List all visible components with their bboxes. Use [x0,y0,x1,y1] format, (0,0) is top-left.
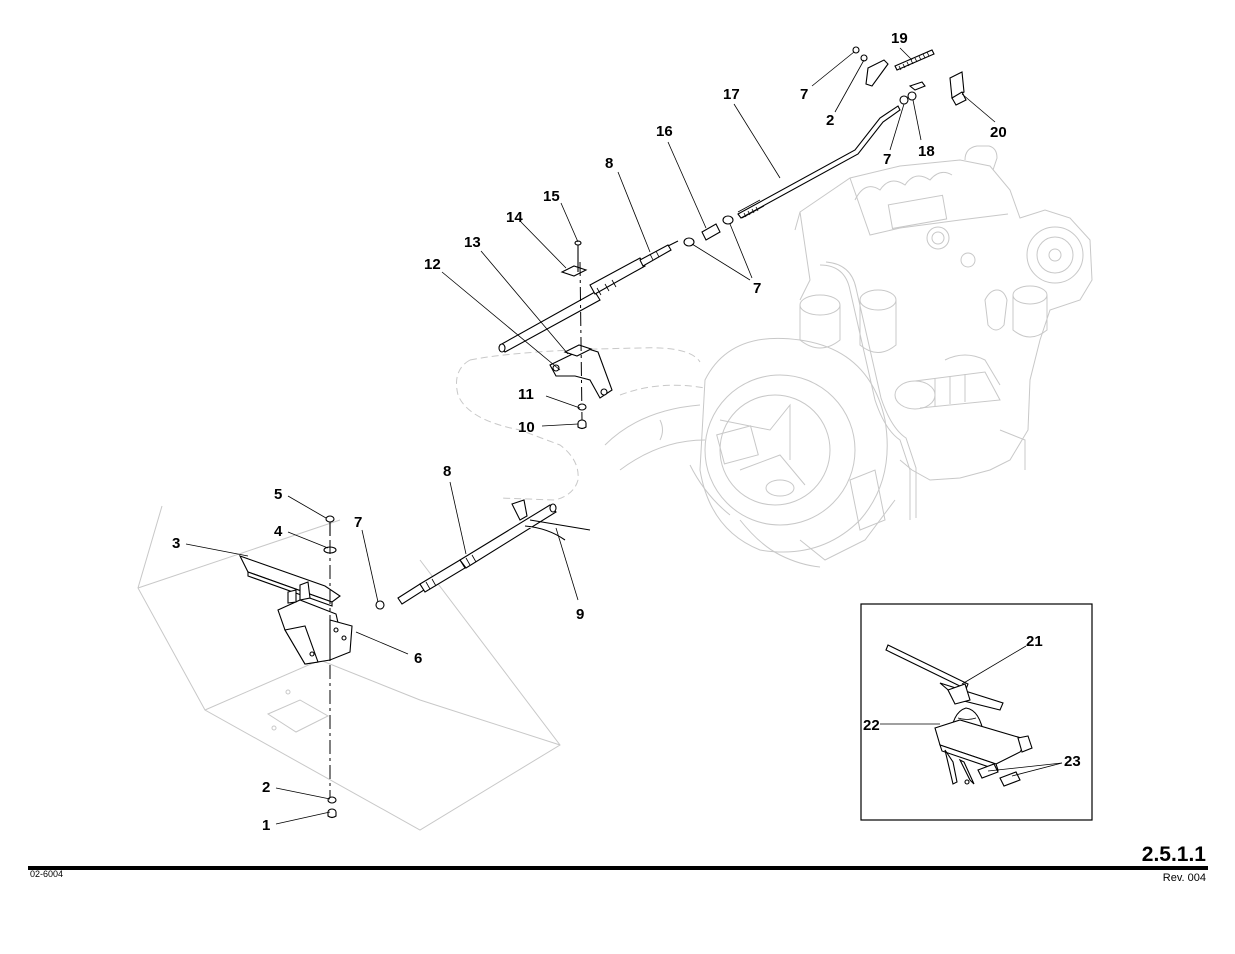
callout-19: 19 [891,30,908,47]
callout-14: 14 [506,209,523,226]
callout-11: 11 [518,386,534,403]
revision-label: Rev. 004 [1162,872,1206,884]
callout-22: 22 [863,717,880,734]
callout-1: 1 [262,817,270,834]
callout-12: 12 [424,256,441,273]
callout-labels: 1 2 3 4 5 6 7 8 9 10 11 12 13 14 15 8 16… [172,30,1081,834]
callout-21: 21 [1026,633,1043,650]
callout-16: 16 [656,123,673,140]
leader-lines [185,47,1063,825]
lower-pedal-assembly [238,499,591,819]
callout-7: 7 [753,280,761,297]
drawing-id: 02-6004 [30,869,64,879]
callout-8: 8 [443,463,451,480]
callout-8: 8 [605,155,613,172]
callout-17: 17 [723,86,740,103]
callout-13: 13 [464,234,481,251]
callout-7: 7 [800,86,808,103]
page-number: 2.5.1.1 [1141,843,1206,866]
callout-20: 20 [990,124,1007,141]
callout-2: 2 [262,779,270,796]
callout-23: 23 [1064,753,1081,770]
callout-18: 18 [918,143,935,160]
callout-7: 7 [883,151,891,168]
callout-7: 7 [354,514,362,531]
footer-rule [28,866,1208,870]
callout-15: 15 [543,188,560,205]
callout-6: 6 [414,650,422,667]
hand-throttle-inset [860,603,1093,821]
callout-10: 10 [518,419,535,436]
callout-3: 3 [172,535,180,552]
upper-throttle-assembly [498,46,967,430]
engine-ghost [604,145,1093,568]
callout-5: 5 [274,486,282,503]
callout-4: 4 [274,523,283,540]
callout-9: 9 [576,606,584,623]
callout-2: 2 [826,112,834,129]
